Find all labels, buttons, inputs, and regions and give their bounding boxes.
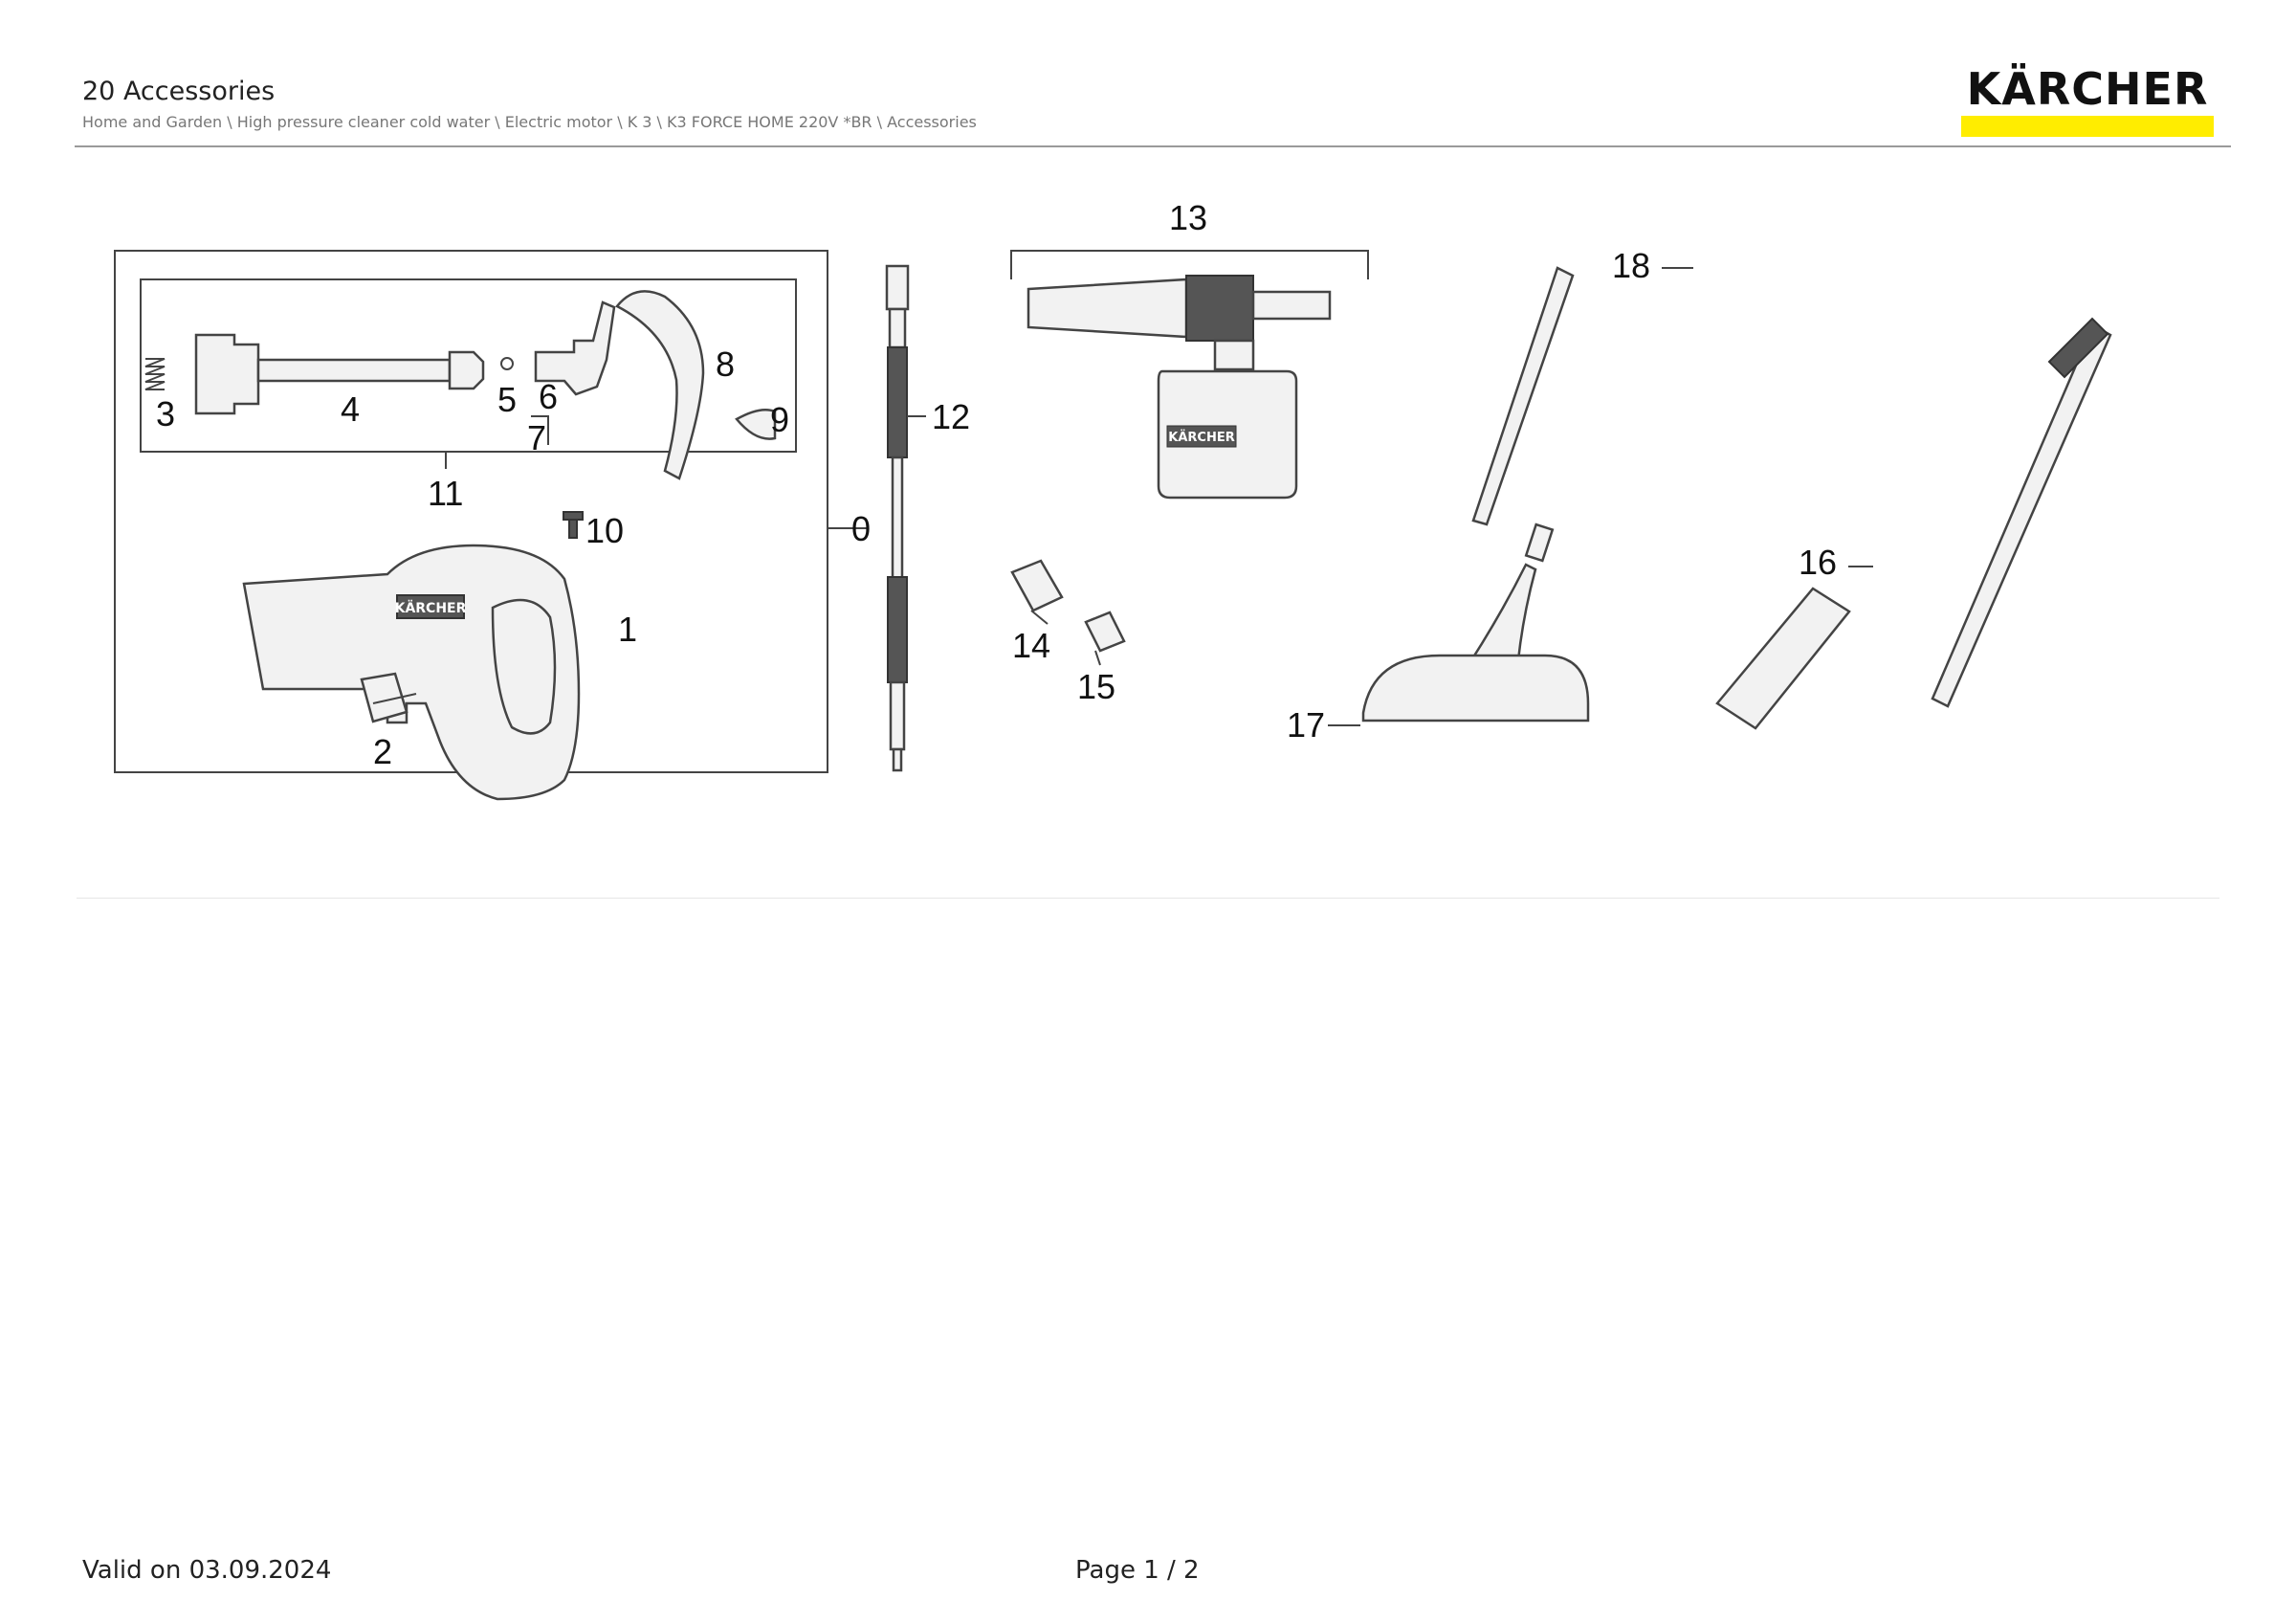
callout-0: 0 [851, 509, 871, 548]
coupling-drawing [194, 333, 260, 415]
callout-16: 16 [1799, 543, 1837, 582]
callout-11: 11 [428, 474, 463, 513]
exploded-parts-diagram: KÄRCHER KÄRCHER 0 1 2 3 4 5 6 7 8 9 10 1… [114, 198, 2112, 801]
spring-drawing [144, 358, 166, 390]
page-header: 20 Accessories Home and Garden \ High pr… [0, 0, 2296, 153]
gun-grip-opening [491, 598, 557, 735]
callout-17: 17 [1287, 705, 1325, 745]
logo-yellow-bar [1961, 116, 2214, 137]
callout-line-15 [1094, 650, 1101, 666]
foam-nozzle-drawing [1027, 278, 1188, 339]
lance-upper-connector [888, 307, 907, 349]
header-divider [75, 145, 2231, 147]
foam-connector-drawing [1185, 275, 1254, 342]
screw-head-drawing [563, 511, 584, 521]
tube-end-drawing [448, 350, 485, 390]
angled-lance-handle-drawing [1715, 587, 1851, 730]
lance-upper-grip [887, 346, 908, 458]
content-divider [77, 898, 2219, 899]
tube-drawing [256, 358, 452, 383]
callout-2: 2 [373, 732, 392, 771]
bottle-brand-plate [1166, 425, 1237, 448]
callout-line-14 [1030, 610, 1049, 625]
surface-cleaner-coupling-drawing [1524, 522, 1555, 563]
callout-1: 1 [618, 610, 637, 649]
surface-cleaner-housing-drawing [1361, 654, 1590, 723]
callout-18: 18 [1612, 246, 1650, 285]
lance-tip [892, 747, 903, 772]
callout-9: 9 [770, 400, 789, 439]
lock-clip-tab [372, 693, 417, 704]
callout-14: 14 [1012, 626, 1050, 665]
surface-cleaner-lance-drawing [1471, 266, 1575, 526]
page-number: Page 1 / 2 [1075, 1556, 1200, 1585]
lance-top-nozzle [885, 264, 910, 311]
callout-6: 6 [539, 377, 558, 416]
callout-bracket-13 [1010, 250, 1369, 279]
callout-12: 12 [932, 397, 970, 436]
pin-drawing [531, 415, 549, 445]
callout-4: 4 [341, 389, 360, 429]
breadcrumb: Home and Garden \ High pressure cleaner … [82, 113, 977, 131]
lance-lower-tube [889, 680, 906, 751]
cap-drawing [735, 409, 777, 440]
gun-subassembly-frame [140, 278, 797, 453]
angled-lance-drawing [1931, 323, 2112, 708]
callout-3: 3 [156, 394, 175, 434]
callout-10: 10 [585, 511, 624, 550]
foam-adapter-drawing [1251, 290, 1332, 321]
angled-lance-grip-drawing [2047, 317, 2109, 379]
trigger-drawing [615, 290, 705, 480]
page-title: 20 Accessories [82, 77, 276, 106]
foam-neck-drawing [1213, 339, 1255, 371]
gun-brand-plate [396, 594, 465, 619]
adapter-14-drawing [1010, 559, 1064, 612]
lance-lower-grip [887, 576, 908, 683]
callout-13: 13 [1169, 198, 1207, 237]
logo-text: KÄRCHER [1966, 63, 2209, 115]
callout-8: 8 [716, 345, 735, 384]
bottle-brand-mark: KÄRCHER [1168, 430, 1234, 445]
callout-15: 15 [1077, 667, 1115, 706]
karcher-logo: KÄRCHER [1961, 63, 2214, 140]
adapter-15-drawing [1084, 611, 1126, 653]
callout-7: 7 [527, 418, 546, 457]
gun-brand-mark: KÄRCHER [395, 600, 467, 616]
valid-date: Valid on 03.09.2024 [82, 1556, 332, 1585]
valve-drawing [534, 300, 616, 396]
o-ring-drawing [500, 357, 514, 370]
lock-clip-drawing [360, 672, 408, 723]
callout-5: 5 [497, 380, 517, 419]
